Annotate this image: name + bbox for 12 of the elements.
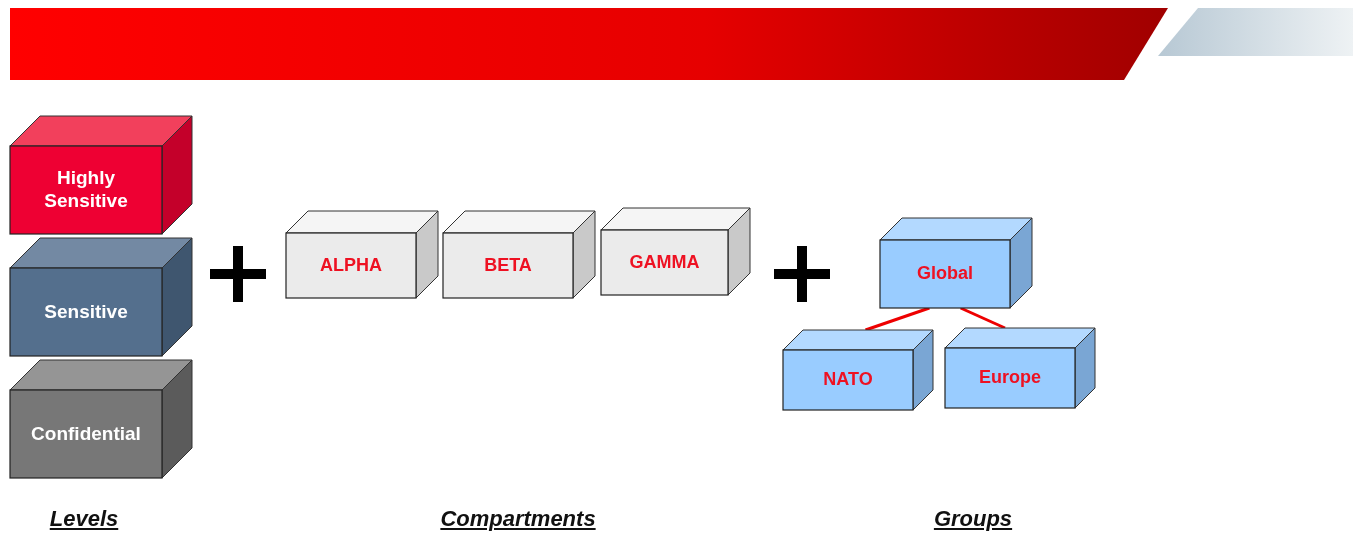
cube-label: Europe [978, 367, 1042, 389]
cube-label: GAMMA [628, 251, 701, 274]
cube-label: BETA [483, 254, 533, 277]
cube-label: Highly Sensitive [43, 167, 129, 213]
cube-label: Sensitive [43, 300, 129, 324]
column-caption: Groups [933, 506, 1013, 532]
cube-label: Confidential [30, 422, 142, 446]
cube-label: Global [916, 263, 974, 285]
column-caption: Levels [49, 506, 119, 532]
column-caption: Compartments [440, 506, 596, 532]
cube-label: NATO [822, 369, 874, 391]
cube-label: ALPHA [319, 254, 383, 277]
